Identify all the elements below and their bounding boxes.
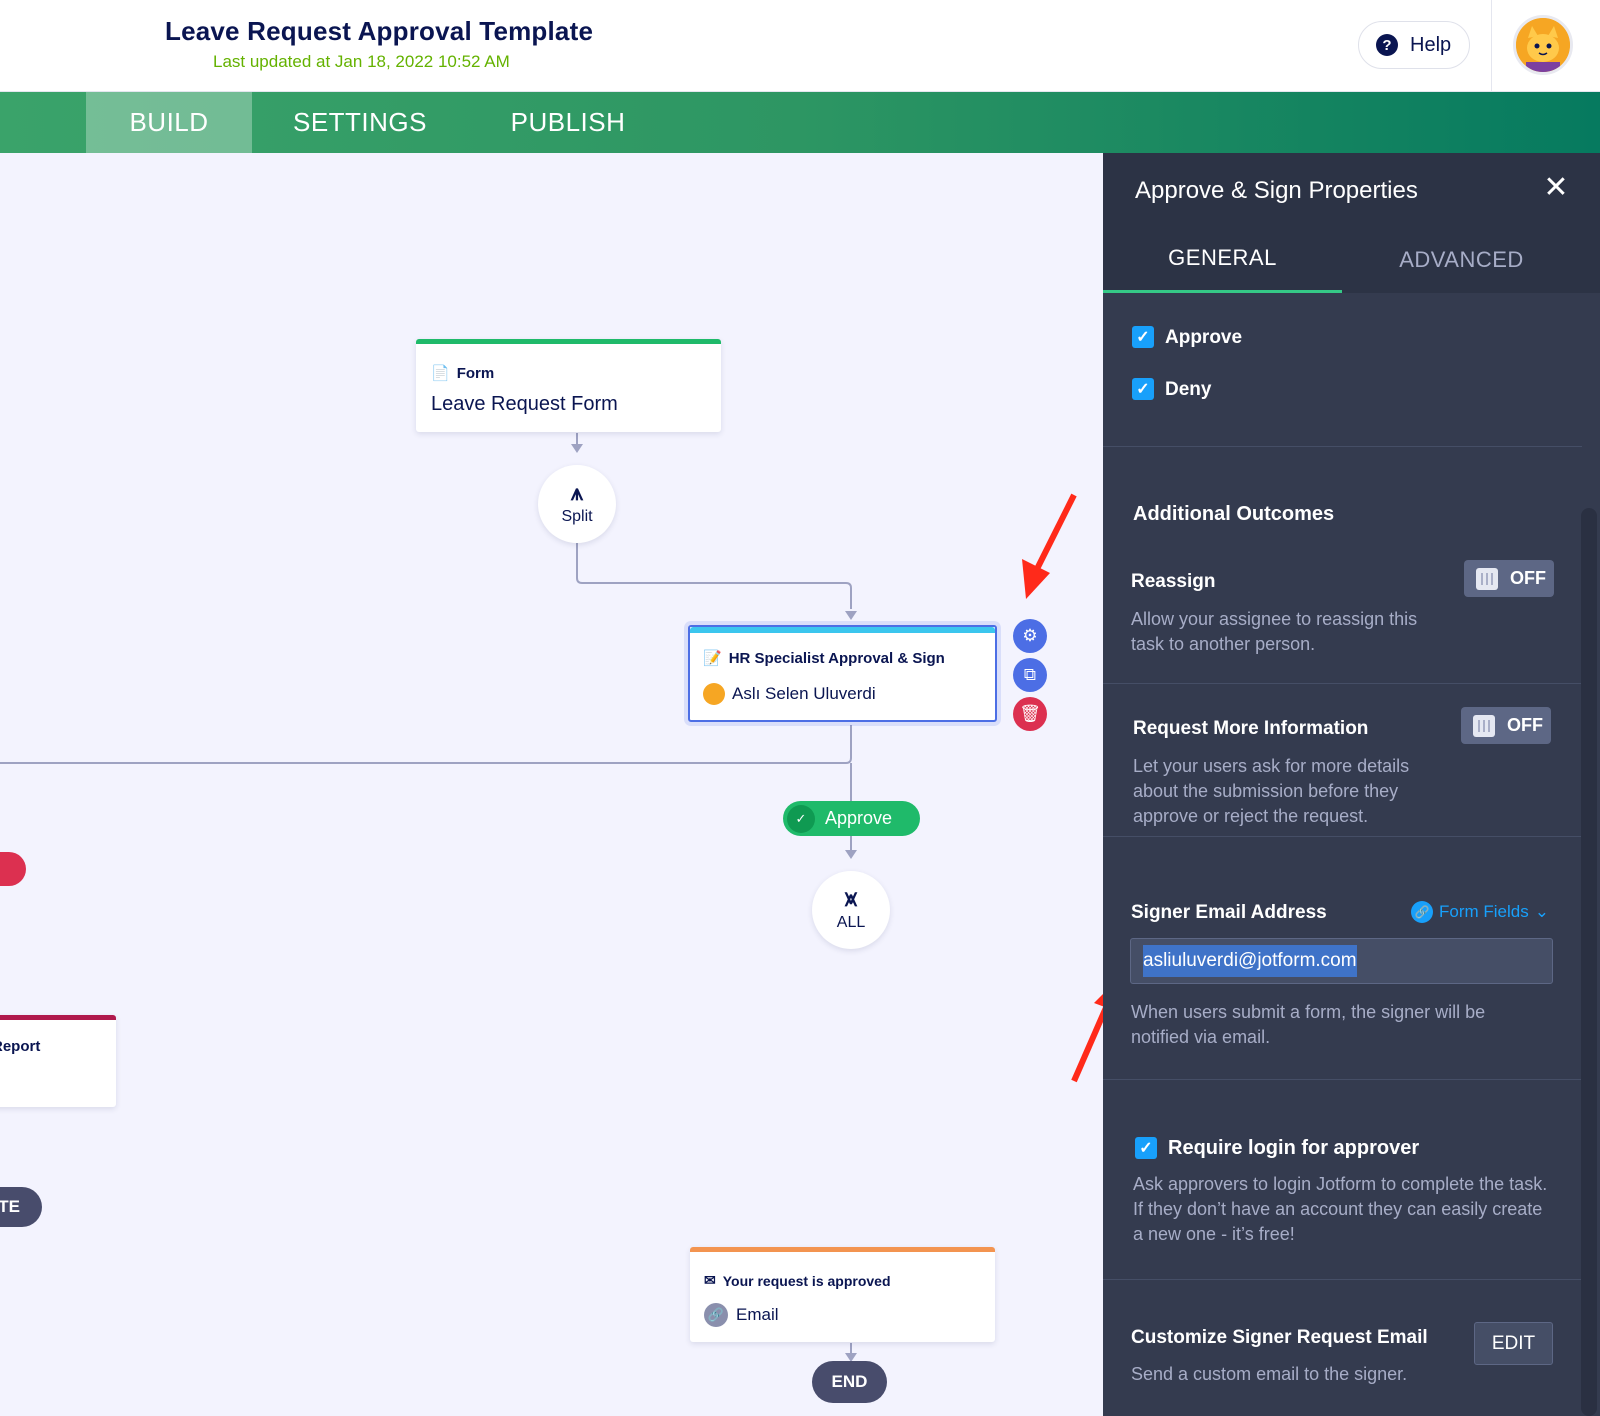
signer-email-title: Signer Email Address <box>1131 902 1327 923</box>
partial-end-pill[interactable]: ATE <box>0 1187 42 1227</box>
customize-email-section: Customize Signer Request Email Send a cu… <box>1103 1280 1582 1416</box>
require-login-description: Ask approvers to login Jotform to comple… <box>1133 1174 1548 1244</box>
email-node-name: Email <box>736 1305 779 1324</box>
signer-email-section: Signer Email Address 🔗 Form Fields ⌄ asl… <box>1103 866 1582 1080</box>
link-icon: 🔗 <box>1411 901 1433 923</box>
envelope-icon: ✉ <box>704 1272 716 1288</box>
request-more-info-title: Request More Information <box>1133 718 1369 739</box>
signer-email-help: When users submit a form, the signer wil… <box>1131 1002 1486 1047</box>
reassign-title: Reassign <box>1131 571 1216 592</box>
split-label: Split <box>561 508 593 525</box>
require-login-label: Require login for approver <box>1168 1137 1420 1159</box>
all-merge-node[interactable]: ⩙ ALL <box>812 871 890 949</box>
reassign-toggle-label: OFF <box>1510 568 1546 588</box>
email-node-bar <box>690 1247 995 1252</box>
panel-header: Approve & Sign Properties ✕ <box>1103 153 1600 226</box>
edit-email-button[interactable]: EDIT <box>1474 1322 1553 1365</box>
hr-node-type: HR Specialist Approval & Sign <box>728 649 945 667</box>
question-circle-icon: ? <box>1376 34 1398 56</box>
trash-icon[interactable]: 🗑 <box>1013 697 1047 731</box>
request-more-info-toggle[interactable]: OFF <box>1461 707 1551 744</box>
toggle-knob-icon <box>1473 714 1495 737</box>
close-icon[interactable]: ✕ <box>1543 171 1569 204</box>
approve-outcome-pill[interactable]: ✓ Approve <box>783 801 920 836</box>
help-label: Help <box>1410 33 1452 56</box>
cat-avatar-icon <box>1516 18 1570 72</box>
customize-email-title: Customize Signer Request Email <box>1131 1327 1428 1348</box>
document-icon: 📄 <box>431 365 450 382</box>
panel-tabs: GENERAL ADVANCED <box>1103 226 1600 293</box>
tab-settings[interactable]: SETTINGS <box>292 107 427 137</box>
additional-outcomes-title: Additional Outcomes <box>1133 503 1335 525</box>
builder-nav: BUILD SETTINGS PUBLISH <box>0 92 1600 153</box>
customize-email-description: Send a custom email to the signer. <box>1131 1364 1408 1384</box>
request-more-info-description: Let your users ask for more details abou… <box>1133 756 1410 826</box>
all-label: ALL <box>836 914 866 931</box>
hr-approval-node-card[interactable]: 📝 HR Specialist Approval & Sign Aslı Sel… <box>688 625 997 722</box>
link-icon: 🔗 <box>704 1303 728 1327</box>
annotation-arrow-icon <box>1022 493 1077 599</box>
split-node[interactable]: ⩚ Split <box>538 465 616 543</box>
report-node-bar <box>0 1015 116 1020</box>
split-icon: ⩚ <box>570 480 584 505</box>
form-fields-label: Form Fields <box>1439 902 1529 921</box>
signer-email-input[interactable]: asliuluverdi@jotform.com <box>1130 938 1553 984</box>
reassign-toggle[interactable]: OFF <box>1464 560 1554 597</box>
header-divider <box>1491 0 1492 92</box>
app-header: Leave Request Approval Template Last upd… <box>0 0 1600 92</box>
hr-node-bar <box>690 627 995 633</box>
signature-options-section: ✓ Approve ✓ Deny <box>1103 293 1582 447</box>
panel-title: Approve & Sign Properties <box>1135 177 1418 204</box>
deny-option-label: Deny <box>1165 379 1212 400</box>
approve-checkbox[interactable]: ✓ <box>1132 326 1154 348</box>
hr-node-assignee: Aslı Selen Uluverdi <box>732 684 876 703</box>
approve-icon: ✓ <box>787 804 815 833</box>
partial-deny-pill[interactable] <box>0 852 26 886</box>
signer-email-value: asliuluverdi@jotform.com <box>1143 945 1357 977</box>
request-more-info-toggle-label: OFF <box>1507 715 1543 735</box>
assignee-avatar-icon <box>703 683 725 705</box>
approve-option-label: Approve <box>1165 327 1243 348</box>
gear-icon[interactable]: ⚙ <box>1013 619 1047 653</box>
tab-advanced[interactable]: ADVANCED <box>1399 246 1524 272</box>
form-node-bar <box>416 339 721 344</box>
chevron-down-icon: ⌄ <box>1534 902 1549 921</box>
approve-pill-label: Approve <box>825 808 893 828</box>
form-fields-dropdown[interactable]: 🔗 Form Fields ⌄ <box>1411 901 1549 923</box>
require-login-checkbox[interactable]: ✓ <box>1135 1137 1157 1159</box>
require-login-section: ✓ Require login for approver Ask approve… <box>1103 1080 1582 1280</box>
email-node-type: Your request is approved <box>722 1272 891 1289</box>
form-node-type: Form <box>456 364 495 382</box>
form-node-name: Leave Request Form <box>431 393 618 415</box>
end-node[interactable]: END <box>812 1361 887 1403</box>
partial-report-card[interactable]: Report <box>0 1015 116 1107</box>
user-avatar[interactable] <box>1513 15 1573 75</box>
properties-panel: Approve & Sign Properties ✕ GENERAL ADVA… <box>1103 153 1600 1416</box>
workflow-canvas[interactable]: 📄 Form Leave Request Form ⩚ Split 📝 HR S… <box>0 153 1103 1416</box>
tab-build[interactable]: BUILD <box>86 92 252 153</box>
page-title: Leave Request Approval Template <box>165 16 594 46</box>
help-button[interactable]: ? Help <box>1358 21 1470 69</box>
tab-publish[interactable]: PUBLISH <box>510 107 626 137</box>
merge-icon: ⩙ <box>844 886 858 911</box>
form-node-card[interactable]: 📄 Form Leave Request Form <box>416 339 721 432</box>
connector-lines <box>0 433 857 1362</box>
request-more-info-section: Request More Information Let your users … <box>1103 683 1582 837</box>
annotation-arrow-icon <box>1071 994 1103 1083</box>
duplicate-icon[interactable]: ⧉ <box>1013 658 1047 692</box>
report-node-type: Report <box>0 1038 41 1055</box>
tab-general[interactable]: GENERAL <box>1103 226 1342 293</box>
deny-checkbox[interactable]: ✓ <box>1132 378 1154 400</box>
approve-sign-icon: 📝 <box>703 650 722 667</box>
email-node-card[interactable]: ✉ Your request is approved 🔗 Email <box>690 1247 995 1342</box>
panel-scrollbar[interactable] <box>1581 508 1597 1416</box>
reassign-description: Allow your assignee to reassign this tas… <box>1131 609 1418 654</box>
last-updated-text: Last updated at Jan 18, 2022 10:52 AM <box>213 52 510 71</box>
toggle-knob-icon <box>1476 567 1498 590</box>
